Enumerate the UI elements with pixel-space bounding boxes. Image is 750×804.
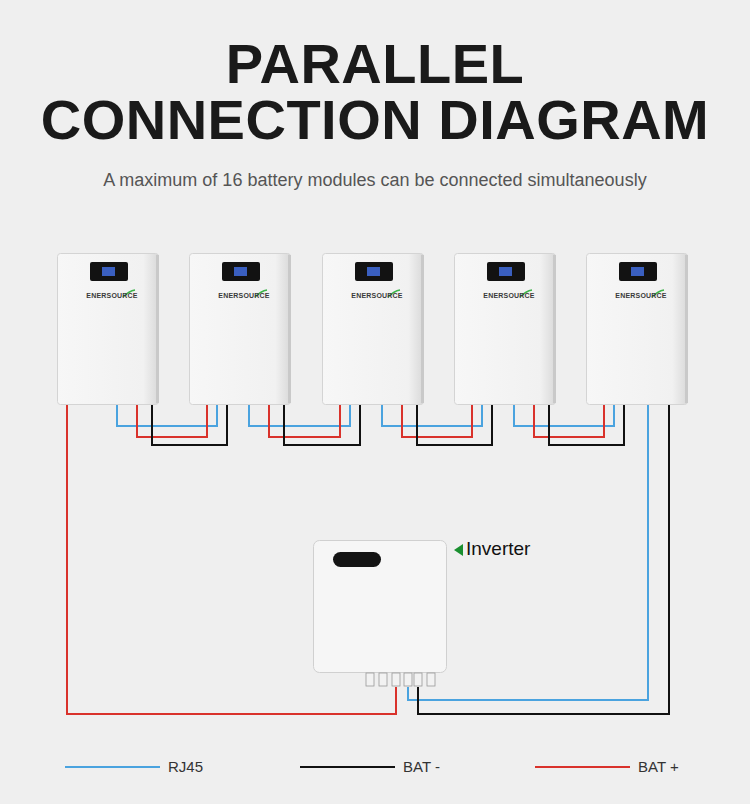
wire <box>284 405 360 445</box>
pointer-triangle <box>453 543 465 557</box>
battery-module: ENERSOURCE <box>57 253 167 405</box>
inverter: Inverter <box>313 540 447 687</box>
battery-body <box>189 253 291 405</box>
legend-item: BAT + <box>535 757 715 777</box>
legend-text: BAT - <box>403 757 440 777</box>
wire <box>382 405 482 426</box>
wire <box>137 405 207 437</box>
battery-body <box>586 253 688 405</box>
brand-logo: ENERSOURCE <box>57 292 167 300</box>
wire <box>152 405 227 445</box>
battery-module: ENERSOURCE <box>322 253 432 405</box>
brand-logo: ENERSOURCE <box>586 292 696 300</box>
legend-line <box>300 757 396 777</box>
legend-item: RJ45 <box>65 757 245 777</box>
brand-logo: ENERSOURCE <box>322 292 432 300</box>
battery-body <box>454 253 556 405</box>
inverter-label: Inverter <box>466 538 530 560</box>
caption: A maximum of 16 battery modules can be c… <box>20 169 730 191</box>
wire <box>418 405 669 714</box>
legend-item: BAT - <box>300 757 480 777</box>
wire <box>549 405 624 445</box>
wire <box>249 405 350 426</box>
battery-module: ENERSOURCE <box>454 253 564 405</box>
brand-logo: ENERSOURCE <box>454 292 564 300</box>
legend-line <box>535 757 631 777</box>
battery-module: ENERSOURCE <box>586 253 696 405</box>
wire <box>417 405 492 445</box>
wire <box>534 405 604 437</box>
legend-text: RJ45 <box>168 757 203 777</box>
battery-module: ENERSOURCE <box>189 253 299 405</box>
wire <box>117 405 217 426</box>
legend-line <box>65 757 161 777</box>
brand-logo: ENERSOURCE <box>189 292 299 300</box>
title: PARALLEL CONNECTION DIAGRAM <box>30 36 720 148</box>
wire <box>514 405 614 426</box>
legend-text: BAT + <box>638 757 679 777</box>
inverter-body <box>313 540 447 687</box>
battery-body <box>57 253 159 405</box>
wire <box>269 405 340 437</box>
battery-body <box>322 253 424 405</box>
wire <box>402 405 472 437</box>
